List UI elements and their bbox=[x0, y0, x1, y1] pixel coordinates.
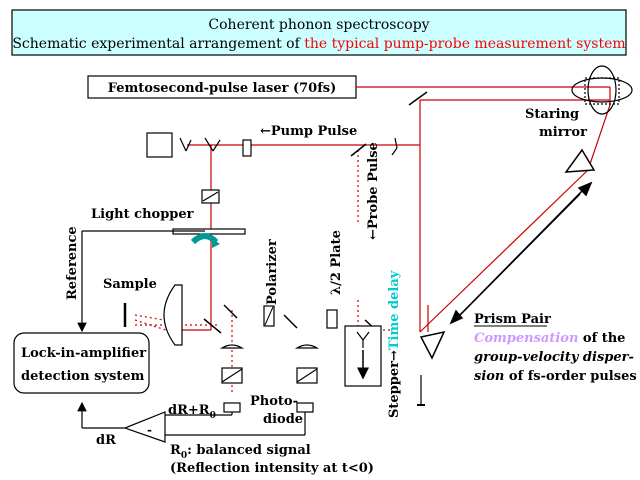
analyzer-mirror bbox=[283, 314, 298, 329]
lens-right bbox=[294, 344, 320, 349]
pump-aperture bbox=[242, 139, 252, 157]
detection-optics bbox=[219, 344, 320, 413]
prism-pair-description: Prism Pair Compensation of the group-vel… bbox=[474, 312, 637, 384]
title-line2: Schematic experimental arrangement of th… bbox=[12, 36, 625, 52]
prism-pair-line3: sion of fs-order pulses bbox=[474, 369, 637, 384]
amplifier-minus: - bbox=[147, 423, 152, 437]
prism-pair-title: Prism Pair bbox=[474, 312, 551, 327]
polarizer-label: Polarizer bbox=[265, 239, 280, 305]
pump-retroreflector bbox=[146, 132, 221, 158]
r0-text: R bbox=[170, 443, 181, 458]
reflection-label: (Reflection intensity at t<0) bbox=[170, 461, 374, 476]
dr-plus-r0-label: dR+R0 bbox=[168, 403, 216, 421]
prism-pair-line1: Compensation of the bbox=[474, 331, 625, 346]
r0-sub: 0 bbox=[181, 451, 187, 461]
staring-mirror: Staring mirror bbox=[525, 65, 633, 140]
probe-splitter bbox=[350, 143, 367, 157]
sample-label: Sample bbox=[103, 277, 157, 292]
differential-amplifier bbox=[123, 411, 166, 443]
photodiode-label1: Photo- bbox=[250, 394, 298, 409]
half-wave-plate bbox=[326, 309, 338, 329]
sample-fold-mirror bbox=[203, 318, 222, 334]
light-chopper: Light chopper bbox=[91, 189, 246, 248]
prism-double-arrow bbox=[449, 181, 593, 325]
dr-plus-r0-sub: 0 bbox=[210, 411, 216, 421]
pump-fold-mirror bbox=[223, 304, 238, 319]
light-chopper-label: Light chopper bbox=[91, 207, 194, 222]
half-wave-plate-label: λ/2 Plate bbox=[329, 230, 344, 295]
focusing-lens bbox=[163, 284, 183, 346]
fold-mirror-top bbox=[408, 91, 428, 106]
title-box: Coherent phonon spectroscopy Schematic e… bbox=[11, 9, 627, 56]
r0-balanced-label: R0: balanced signal bbox=[170, 443, 311, 461]
prism-pair-shapes bbox=[419, 148, 596, 360]
probe-retroreflector bbox=[391, 137, 398, 156]
probe-pulse-label: ←Probe Pulse bbox=[366, 142, 381, 240]
laser-source: Femtosecond-pulse laser (70fs) bbox=[87, 75, 357, 99]
time-delay-label: Time delay bbox=[387, 270, 402, 350]
lens-left bbox=[219, 344, 245, 349]
lockin-label2: detection system bbox=[21, 369, 145, 384]
prism-line3-rest: of fs-order pulses bbox=[504, 369, 636, 384]
pump-pulse-label: ←Pump Pulse bbox=[260, 124, 357, 139]
r0-rest: : balanced signal bbox=[187, 443, 311, 458]
prism-pair-line2: group-velocity disper- bbox=[474, 350, 634, 365]
dr-plus-r0-text: dR+R bbox=[168, 403, 210, 418]
stepper-stage: Stepper→Time delay bbox=[344, 270, 402, 418]
lockin-amplifier: Lock-in-amplifier detection system bbox=[13, 332, 150, 394]
photodiode-left bbox=[223, 402, 241, 413]
title-line2-highlight: the typical pump-probe measurement syste… bbox=[304, 36, 625, 52]
staring-mirror-label2: mirror bbox=[539, 125, 587, 140]
photodiode-right bbox=[296, 402, 314, 413]
lockin-label1: Lock-in-amplifier bbox=[21, 346, 146, 361]
staring-mirror-label1: Staring bbox=[525, 107, 579, 122]
photodiode-label2: diode bbox=[263, 412, 303, 427]
laser-label: Femtosecond-pulse laser (70fs) bbox=[108, 81, 337, 96]
prism-line1-rest: of the bbox=[578, 331, 625, 346]
signal-wiring bbox=[77, 401, 306, 443]
dr-label: dR bbox=[96, 433, 116, 448]
sample-stage: Sample bbox=[103, 277, 183, 346]
title-line2-prefix: Schematic experimental arrangement of bbox=[12, 36, 304, 52]
fold-mirrors bbox=[203, 91, 428, 334]
sample-fan-1 bbox=[134, 314, 176, 323]
beam-to-prism bbox=[587, 104, 611, 171]
compensation-text: Compensation bbox=[474, 331, 578, 346]
prism-line3-italic: sion bbox=[474, 369, 504, 384]
prism-lower bbox=[419, 330, 446, 360]
stepper-label-text: Stepper bbox=[387, 361, 402, 418]
prism-upper bbox=[564, 148, 596, 173]
stepper-arrow-text: → bbox=[387, 350, 402, 361]
stepper-label: Stepper→Time delay bbox=[387, 270, 402, 418]
beam-prism-to-prism bbox=[419, 169, 589, 333]
title-line1: Coherent phonon spectroscopy bbox=[208, 17, 429, 33]
reference-label: Reference bbox=[65, 226, 80, 300]
